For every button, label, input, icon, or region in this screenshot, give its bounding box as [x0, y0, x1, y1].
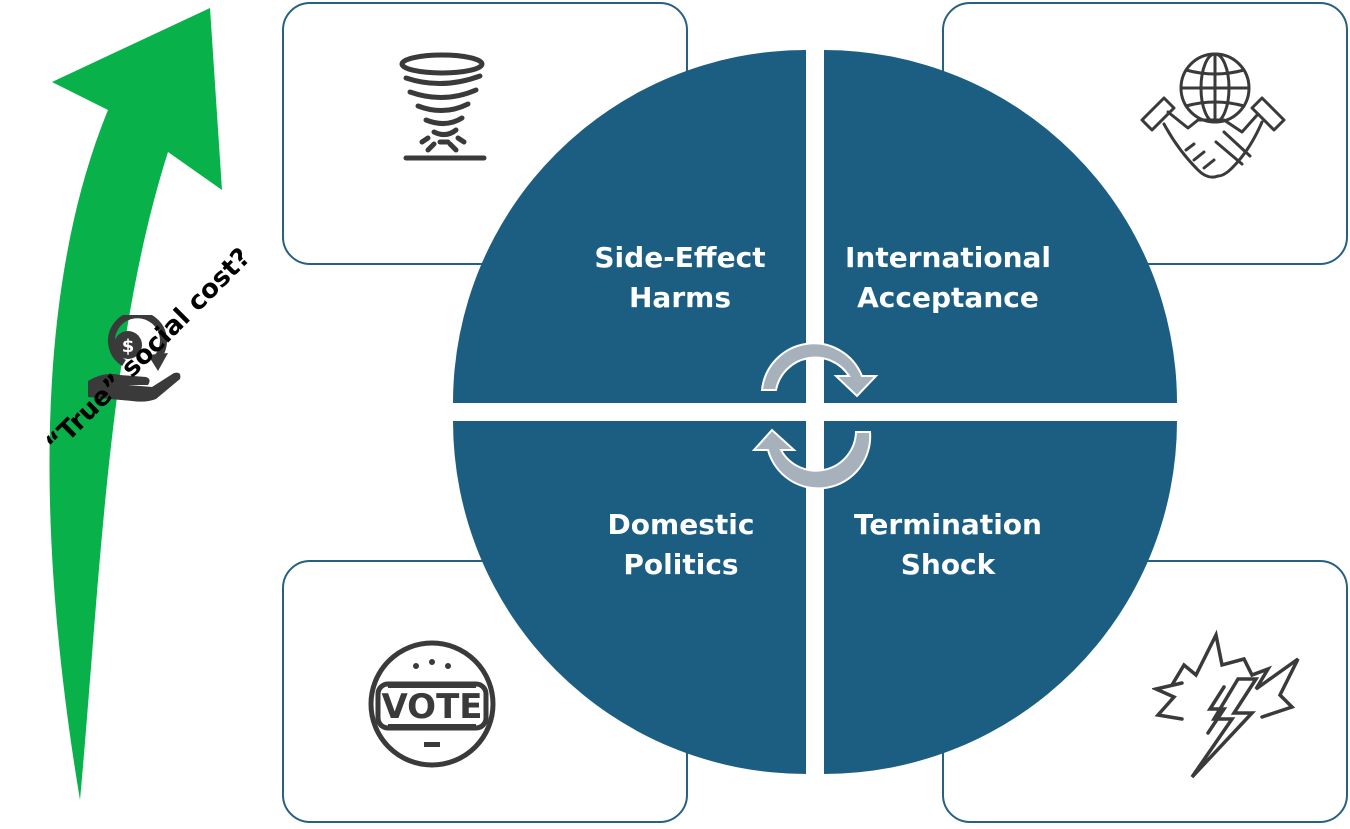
quadrant-label-domestic-politics: Domestic Politics — [607, 508, 755, 581]
cycle-arrow-bottom — [751, 428, 872, 490]
explosion-lightning-icon — [1152, 629, 1300, 779]
globe-handshake-icon — [1140, 52, 1286, 179]
tornado-icon — [399, 52, 487, 161]
green-up-arrow — [49, 8, 222, 800]
money-hand-icon: $ — [88, 315, 181, 402]
quadrant-top-left — [453, 50, 806, 403]
quadrant-circle — [453, 50, 1177, 774]
vote-badge-icon: VOTE — [368, 640, 496, 768]
quadrant-label-international-acceptance: International Acceptance — [844, 241, 1051, 314]
cycle-arrows — [751, 342, 879, 490]
svg-text:VOTE: VOTE — [381, 687, 482, 727]
quadrant-label-side-effect-harms: Side-Effect Harms — [594, 241, 766, 314]
quadrant-label-termination-shock: Termination Shock — [854, 508, 1042, 581]
svg-text:$: $ — [122, 336, 135, 357]
quadrant-bottom-left — [453, 421, 806, 774]
quadrant-top-right — [824, 50, 1177, 403]
quadrant-bottom-right — [824, 421, 1177, 774]
cycle-arrow-top — [760, 342, 879, 398]
